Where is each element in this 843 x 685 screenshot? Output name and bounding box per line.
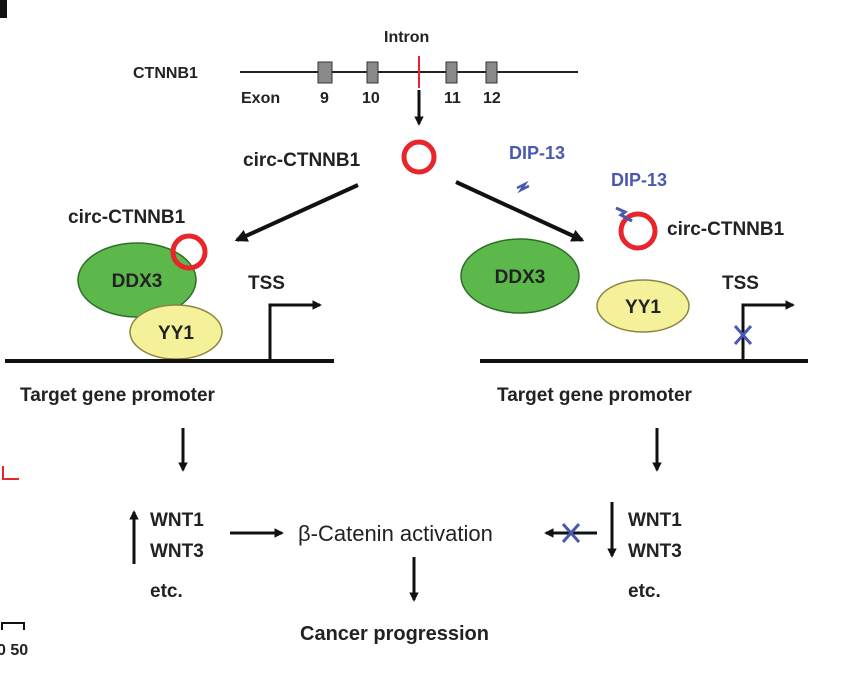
tss-arrow-left (268, 300, 322, 360)
cancer-progression-label: Cancer progression (300, 623, 489, 645)
blocked-transcription-icon (733, 325, 753, 345)
drug-label-2: DIP-13 (611, 170, 667, 190)
exon-number-10: 10 (362, 90, 380, 107)
edge-fragment-bar (0, 0, 7, 18)
promoter-label-left: Target gene promoter (20, 385, 216, 406)
blocked-activation-icon (561, 523, 581, 543)
exon-9 (317, 61, 333, 84)
yy1-label-right: YY1 (625, 297, 661, 318)
ddx3-label-left: DDX3 (112, 271, 163, 292)
target-etc-right: etc. (628, 581, 661, 602)
target-wnt1-right: WNT1 (628, 510, 682, 531)
beta-catenin-label: β-Catenin activation (298, 521, 493, 546)
tss-arrow-right (741, 300, 795, 360)
circ-rna-ring-left (170, 233, 208, 271)
exon-number-9: 9 (320, 90, 329, 107)
tss-label-right: TSS (722, 273, 759, 294)
branch-arrow-left (234, 183, 359, 242)
target-wnt3-right: WNT3 (628, 541, 682, 562)
circ-label-left: circ-CTNNB1 (68, 207, 186, 228)
exon-11 (445, 61, 458, 84)
circ-rna-ring-center (401, 139, 437, 175)
exon-label: Exon (241, 90, 280, 107)
target-wnt3-left: WNT3 (150, 541, 204, 562)
target-wnt1-left: WNT1 (150, 510, 204, 531)
target-etc-left: etc. (150, 581, 183, 602)
exon-12 (485, 61, 498, 84)
branch-arrow-right (455, 180, 585, 242)
ddx3-protein-right (460, 238, 580, 314)
edge-fragment-scale (1, 622, 25, 630)
intron-label: Intron (384, 29, 429, 46)
circ-label-right: circ-CTNNB1 (667, 219, 785, 240)
yy1-label-left: YY1 (158, 323, 194, 344)
gene-name-label: CTNNB1 (133, 65, 198, 82)
exon-number-11: 11 (444, 90, 461, 107)
exon-10 (366, 61, 379, 84)
drug-molecule-icon-1 (516, 180, 530, 194)
tss-label-left: TSS (248, 273, 285, 294)
circ-rna-ring-right (618, 211, 658, 251)
exon-number-12: 12 (483, 90, 501, 107)
edge-fragment-scale-text: 0 50 (0, 642, 28, 659)
circ-label-center: circ-CTNNB1 (243, 150, 361, 171)
promoter-label-right: Target gene promoter (497, 385, 693, 406)
ddx3-label-right: DDX3 (495, 267, 546, 288)
yy1-protein-right (596, 279, 690, 333)
drug-label-1: DIP-13 (509, 143, 565, 163)
edge-fragment-red (2, 466, 19, 480)
drug-bound-icon (615, 206, 633, 223)
